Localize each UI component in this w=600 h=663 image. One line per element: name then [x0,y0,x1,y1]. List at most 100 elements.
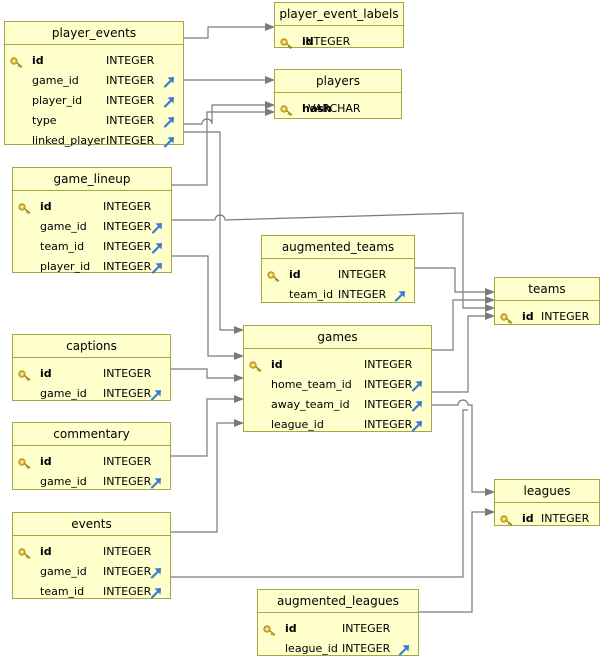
table-title[interactable]: teams [495,278,599,301]
column-type: INTEGER [103,565,152,578]
edge-player-events-to-games [184,131,244,334]
column-type: INTEGER [103,220,152,233]
foreign-key-icon [163,75,175,88]
table-title[interactable]: leagues [495,480,599,503]
primary-key-icon [249,359,263,372]
column-type: INTEGER [103,585,152,598]
table-title[interactable]: events [13,513,170,536]
column-type: INTEGER [103,387,152,400]
foreign-key-icon [163,95,175,108]
edge-player-events-to-player-event-labels [184,23,275,39]
edge-game-lineup-to-teams [172,212,495,312]
foreign-key-icon [151,261,163,274]
column-row-id[interactable]: id INTEGER [495,307,599,327]
column-type: INTEGER [364,358,413,371]
edge-augmented-teams-to-teams [415,267,495,296]
foreign-key-icon [151,241,163,254]
column-type: INTEGER [106,114,155,127]
column-type: INTEGER [106,94,155,107]
table-title[interactable]: players [275,70,401,93]
column-name: hash [302,102,332,115]
column-name: id [522,310,534,323]
edge-commentary-to-games [171,395,244,457]
table-title[interactable]: player_event_labels [275,3,403,26]
column-type: INTEGER [106,74,155,87]
table-title[interactable]: captions [13,335,170,358]
column-type: INTEGER [302,35,351,48]
primary-key-icon [500,311,514,324]
column-row-game-id[interactable]: game_id INTEGER [5,71,183,91]
column-name: team_id [289,288,334,301]
column-name: game_id [32,74,79,87]
table-title[interactable]: commentary [13,423,170,446]
column-name: game_id [40,475,87,488]
table-title[interactable]: game_lineup [13,168,171,191]
column-type: INTEGER [338,288,387,301]
edge-augmented-leagues-to-leagues [419,508,495,613]
foreign-key-icon [398,643,410,656]
primary-key-icon [18,456,32,469]
column-type: INTEGER [106,134,155,147]
table-title[interactable]: augmented_leagues [258,590,418,613]
foreign-key-icon [150,586,162,599]
column-name: id [32,54,44,67]
column-row-id[interactable]: id INTEGER [244,355,431,375]
column-type: INTEGER [103,200,152,213]
column-name: id [289,268,301,281]
column-row-team-id[interactable]: team_id INTEGER [262,285,414,305]
primary-key-icon [10,55,24,68]
table-title[interactable]: games [244,326,431,349]
table-teams[interactable]: teams id INTEGER [494,277,600,325]
column-name: id [271,358,283,371]
column-name: league_id [271,418,324,431]
column-type: INTEGER [541,310,590,323]
table-title[interactable]: player_events [5,22,183,45]
edge-games-home-to-teams [432,296,495,351]
foreign-key-icon [411,399,423,412]
foreign-key-icon [151,221,163,234]
table-title[interactable]: augmented_teams [262,236,414,259]
column-type: INTEGER [103,455,152,468]
column-list: id INTEGER [495,301,599,327]
